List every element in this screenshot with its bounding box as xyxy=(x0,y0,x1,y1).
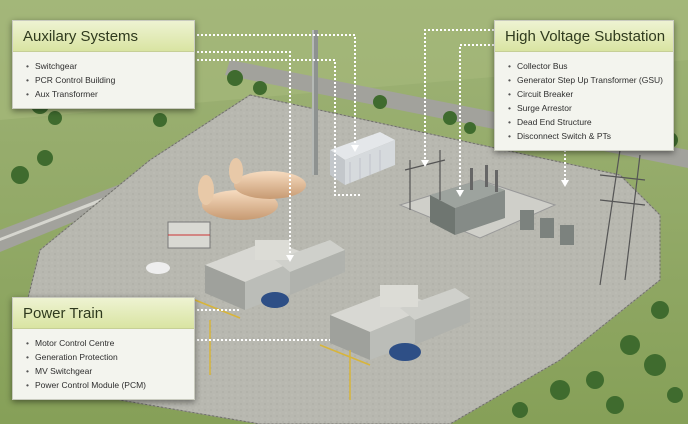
list-item: Surge Arrestor xyxy=(508,101,663,115)
list-item: Generator Step Up Transformer (GSU) xyxy=(508,73,663,87)
power-train-unit-2 xyxy=(330,285,470,361)
list-item: PCR Control Building xyxy=(26,73,184,87)
list-item: Switchgear xyxy=(26,59,184,73)
power-train-title: Power Train xyxy=(13,298,194,329)
list-item: Disconnect Switch & PTs xyxy=(508,129,663,143)
power-train-list: Motor Control Centre Generation Protecti… xyxy=(13,329,194,399)
high-voltage-substation-callout: High Voltage Substation Collector Bus Ge… xyxy=(494,20,674,151)
list-item: Aux Transformer xyxy=(26,87,184,101)
list-item: Circuit Breaker xyxy=(508,87,663,101)
auxiliary-systems-title: Auxilary Systems xyxy=(13,21,194,52)
exhaust-stack xyxy=(312,30,318,175)
aux-skid xyxy=(146,221,211,274)
list-item: Motor Control Centre xyxy=(26,336,184,350)
pcr-control-building xyxy=(330,132,395,185)
gsu-transformer xyxy=(430,165,505,235)
list-item: MV Switchgear xyxy=(26,364,184,378)
circuit-breakers xyxy=(520,210,574,245)
yellow-walkways xyxy=(194,299,371,400)
fuel-tanks xyxy=(198,158,306,220)
high-voltage-substation-title: High Voltage Substation xyxy=(495,21,673,52)
list-item: Dead End Structure xyxy=(508,115,663,129)
power-train-unit-1 xyxy=(205,240,345,310)
auxiliary-systems-list: Switchgear PCR Control Building Aux Tran… xyxy=(13,52,194,108)
list-item: Collector Bus xyxy=(508,59,663,73)
high-voltage-substation-list: Collector Bus Generator Step Up Transfor… xyxy=(495,52,673,150)
perimeter-fence xyxy=(19,94,661,424)
power-train-callout: Power Train Motor Control Centre Generat… xyxy=(12,297,195,400)
trees xyxy=(11,61,683,418)
list-item: Generation Protection xyxy=(26,350,184,364)
auxiliary-systems-callout: Auxilary Systems Switchgear PCR Control … xyxy=(12,20,195,109)
list-item: Power Control Module (PCM) xyxy=(26,378,184,392)
leader-lines xyxy=(193,29,566,341)
leader-arrows xyxy=(286,145,569,262)
